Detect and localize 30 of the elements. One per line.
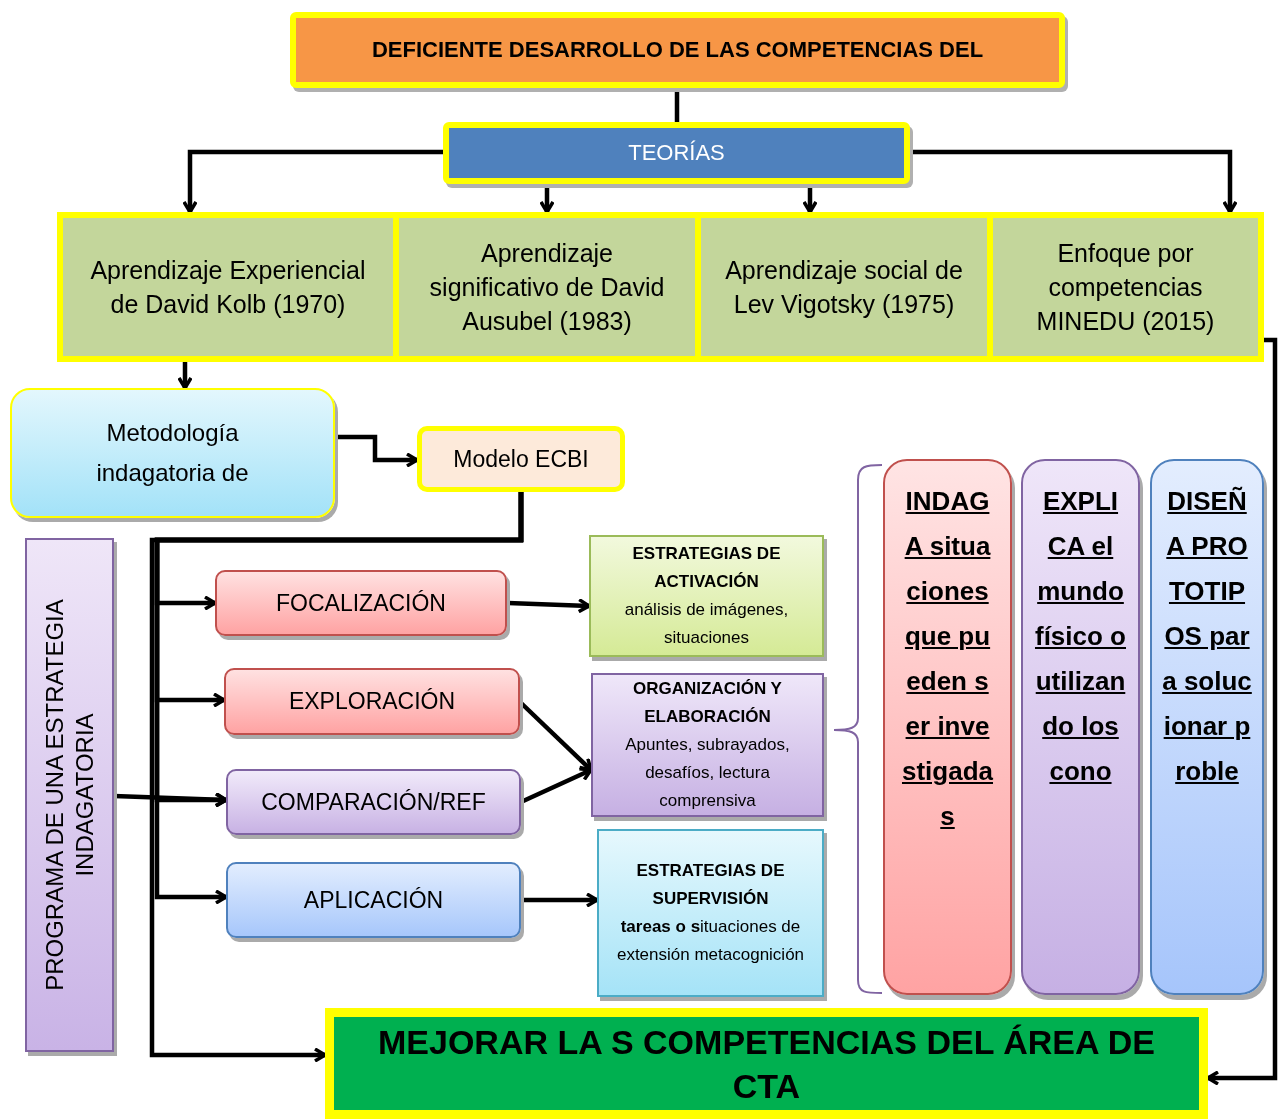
label-text: FOCALIZACIÓN (276, 589, 446, 617)
theory-text: Aprendizaje Experiencial de David Kolb (1970) (89, 255, 367, 320)
heading-text: TEORÍAS (628, 140, 725, 166)
arrow (335, 434, 419, 468)
label-text: EXPLORACIÓN (288, 688, 456, 715)
column-text: EXPLICA el mundo físico o utilizando los cono (1034, 485, 1127, 788)
body-text: Apuntes, subrayados, desafíos, lectura comprensiva (624, 734, 791, 812)
arrow (521, 892, 599, 908)
goal-text: MEJORAR LA S COMPETENCIAS DEL ÁREA DE CTA (376, 1021, 1156, 1107)
column-text: INDAGA situaciones que pueden ser investigadas (901, 485, 994, 833)
box-text: Metodología indagatoria de (95, 418, 250, 488)
goal-box (325, 1008, 1208, 1119)
box-text: Modelo ECBI (453, 445, 589, 473)
body-text: análisis de imágenes, situaciones (623, 599, 790, 649)
theory-text: Enfoque por competencias MINEDU (2015) (1035, 238, 1216, 337)
vertical-text: PROGRAMA DE UNA ESTRATEGIA INDAGATORIA (39, 598, 99, 993)
label-text: APLICACIÓN (303, 886, 444, 914)
label-text: COMPARACIÓN/REF (261, 788, 486, 816)
arrow (1206, 337, 1278, 1086)
column-text: DISEÑA PROTOTIPOS para solucionar proble (1161, 485, 1253, 788)
arrow (182, 149, 443, 214)
arrow (177, 362, 193, 390)
title-text: DEFICIENTE DESARROLLO DE LAS COMPETENCIAS DEL (371, 37, 984, 63)
theory-text: Aprendizaje significativo de David Ausubel (1983) (428, 238, 666, 337)
arrow (149, 492, 524, 1063)
arrow (910, 149, 1238, 214)
heading-text: ORGANIZACIÓN Y ELABORACIÓN (632, 678, 783, 728)
body-text: tareas o situaciones de extensión metacognición (615, 916, 806, 966)
theory-text: Aprendizaje social de Lev Vigotsky (1975) (724, 255, 964, 320)
model-box (417, 426, 625, 492)
